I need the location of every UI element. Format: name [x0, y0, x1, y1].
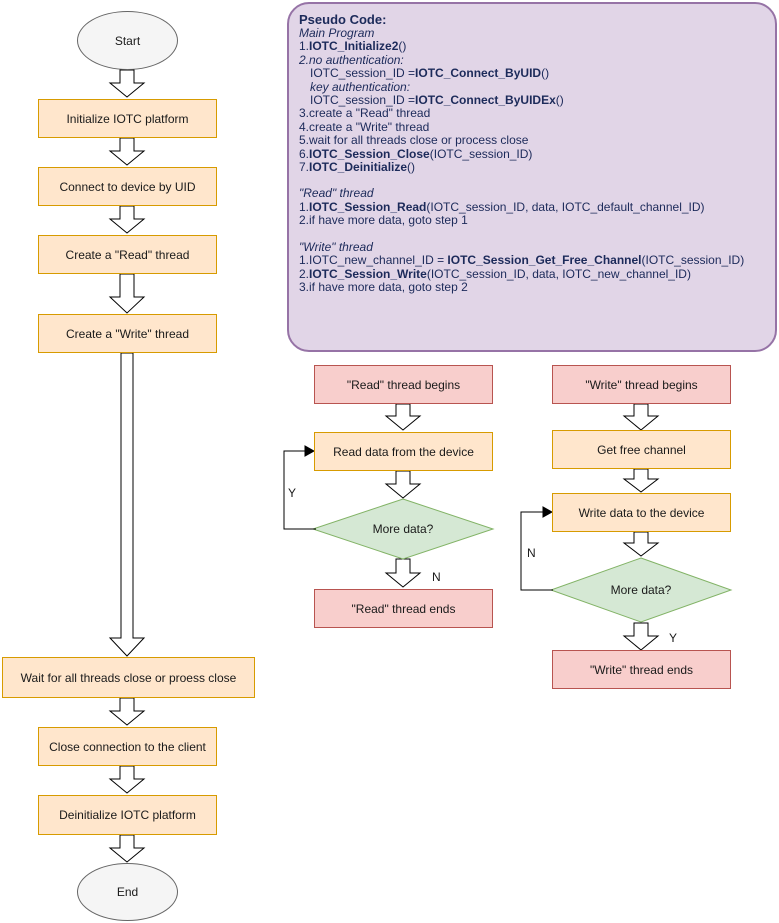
pseudo-title: Pseudo Code:: [299, 12, 387, 27]
arrow-connect-read: [108, 205, 146, 234]
arrow-start-init: [108, 69, 146, 98]
pseudo-line: 3.if have more data, goto step 2: [299, 279, 468, 294]
wait-step: Wait for all threads close or proess clo…: [2, 657, 255, 698]
arrow-readdata-decision: [384, 470, 422, 499]
pseudo-line: 2.IOTC_Session_Write(IOTC_session_ID, da…: [299, 266, 691, 281]
pseudo-line: 1.IOTC_Initialize2(): [299, 39, 407, 54]
pseudo-write-header: "Write" thread: [299, 239, 373, 254]
arrow-writebegin-channel: [622, 403, 660, 431]
pseudo-line: 1.IOTC_Session_Read(IOTC_session_ID, dat…: [299, 199, 705, 214]
pseudo-line: 5.wait for all threads close or process …: [299, 133, 529, 148]
end-node: End: [77, 863, 178, 921]
get-channel-step: Get free channel: [552, 430, 731, 469]
pseudo-line: 3.create a "Read" thread: [299, 106, 431, 121]
arrow-wait-close: [108, 697, 146, 726]
pseudo-line: 4.create a "Write" thread: [299, 119, 430, 134]
read-no-label: N: [432, 570, 441, 584]
read-decision-diamond: [311, 498, 495, 560]
pseudo-spacer: [299, 228, 765, 241]
read-begins-node: "Read" thread begins: [314, 365, 493, 404]
start-node: Start: [77, 11, 178, 70]
pseudo-line: 6.IOTC_Session_Close(IOTC_session_ID): [299, 146, 533, 161]
read-data-step: Read data from the device: [314, 432, 493, 471]
read-loop-connector: [283, 450, 316, 530]
write-loop-arrowhead: [542, 506, 554, 518]
write-decision-label: More data?: [610, 583, 672, 597]
arrow-init-connect: [108, 137, 146, 166]
write-no-label: N: [527, 546, 536, 560]
write-loop-connector: [520, 511, 553, 591]
pseudo-line: key authentication:: [310, 79, 411, 94]
arrow-close-deinit: [108, 765, 146, 794]
create-write-step: Create a "Write" thread: [38, 314, 217, 353]
arrow-channel-writedata: [622, 468, 660, 493]
connect-step: Connect to device by UID: [38, 167, 217, 206]
pseudo-read-header: "Read" thread: [299, 186, 374, 201]
deinit-step: Deinitialize IOTC platform: [38, 795, 217, 835]
create-read-step: Create a "Read" thread: [38, 235, 217, 274]
read-yes-label: Y: [288, 486, 297, 500]
write-data-step: Write data to the device: [552, 493, 731, 532]
arrow-writedecision-end: [622, 622, 660, 651]
arrow-writedata-decision: [622, 531, 660, 557]
read-ends-node: "Read" thread ends: [314, 589, 493, 628]
arrow-read-write: [108, 273, 146, 314]
pseudo-line: 1.IOTC_new_channel_ID = IOTC_Session_Get…: [299, 253, 745, 268]
read-loop-arrowhead: [304, 445, 316, 457]
pseudo-main-header: Main Program: [299, 26, 375, 40]
write-ends-node: "Write" thread ends: [552, 650, 731, 689]
pseudo-line: IOTC_session_ID =IOTC_Connect_ByUID(): [310, 66, 550, 81]
pseudo-line: 2.no authentication:: [299, 52, 404, 67]
write-begins-node: "Write" thread begins: [552, 365, 731, 404]
pseudo-line: IOTC_session_ID =IOTC_Connect_ByUIDEx(): [310, 93, 564, 108]
pseudo-code-panel: Pseudo Code: Main Program 1.IOTC_Initial…: [287, 2, 777, 352]
arrow-readdecision-end: [384, 558, 422, 588]
read-decision-label: More data?: [372, 522, 434, 536]
pseudo-line: 7.IOTC_Deinitialize(): [299, 160, 416, 175]
write-yes-label: Y: [669, 631, 678, 645]
close-step: Close connection to the client: [38, 727, 217, 766]
arrow-deinit-end: [108, 834, 146, 863]
arrow-write-wait: [108, 352, 146, 657]
init-step: Initialize IOTC platform: [38, 99, 217, 138]
pseudo-line: 2.if have more data, goto step 1: [299, 213, 468, 228]
write-decision-diamond: [549, 557, 733, 623]
arrow-readbegin-readdata: [384, 403, 422, 431]
